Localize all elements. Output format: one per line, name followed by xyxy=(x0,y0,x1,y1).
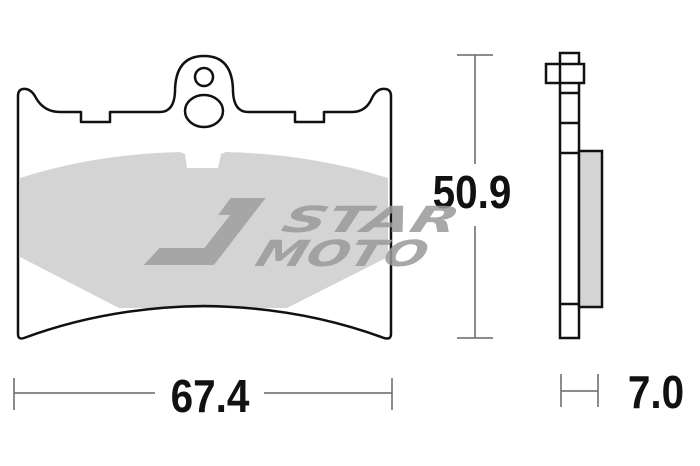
width-dimension-line xyxy=(13,378,393,410)
watermark-logo: STAR MOTO xyxy=(143,198,466,275)
side-friction-block xyxy=(577,149,604,309)
side-view xyxy=(544,51,604,340)
mounting-hole-large xyxy=(183,93,225,129)
friction-material-front xyxy=(20,152,388,308)
side-tab xyxy=(544,62,586,85)
side-backing-plate xyxy=(558,51,581,340)
height-dimension-line xyxy=(457,54,493,339)
thickness-dimension-label: 7.0 xyxy=(628,368,684,419)
thickness-dimension-line xyxy=(560,374,599,407)
watermark-logo-mark xyxy=(143,198,266,265)
backing-plate-outline xyxy=(16,54,393,340)
width-dimension-label: 67.4 xyxy=(171,372,250,423)
height-dimension-label: 50.9 xyxy=(433,168,512,219)
mounting-hole-small xyxy=(193,66,215,88)
svg-text:STAR: STAR xyxy=(277,199,466,241)
svg-text:MOTO: MOTO xyxy=(251,233,435,275)
